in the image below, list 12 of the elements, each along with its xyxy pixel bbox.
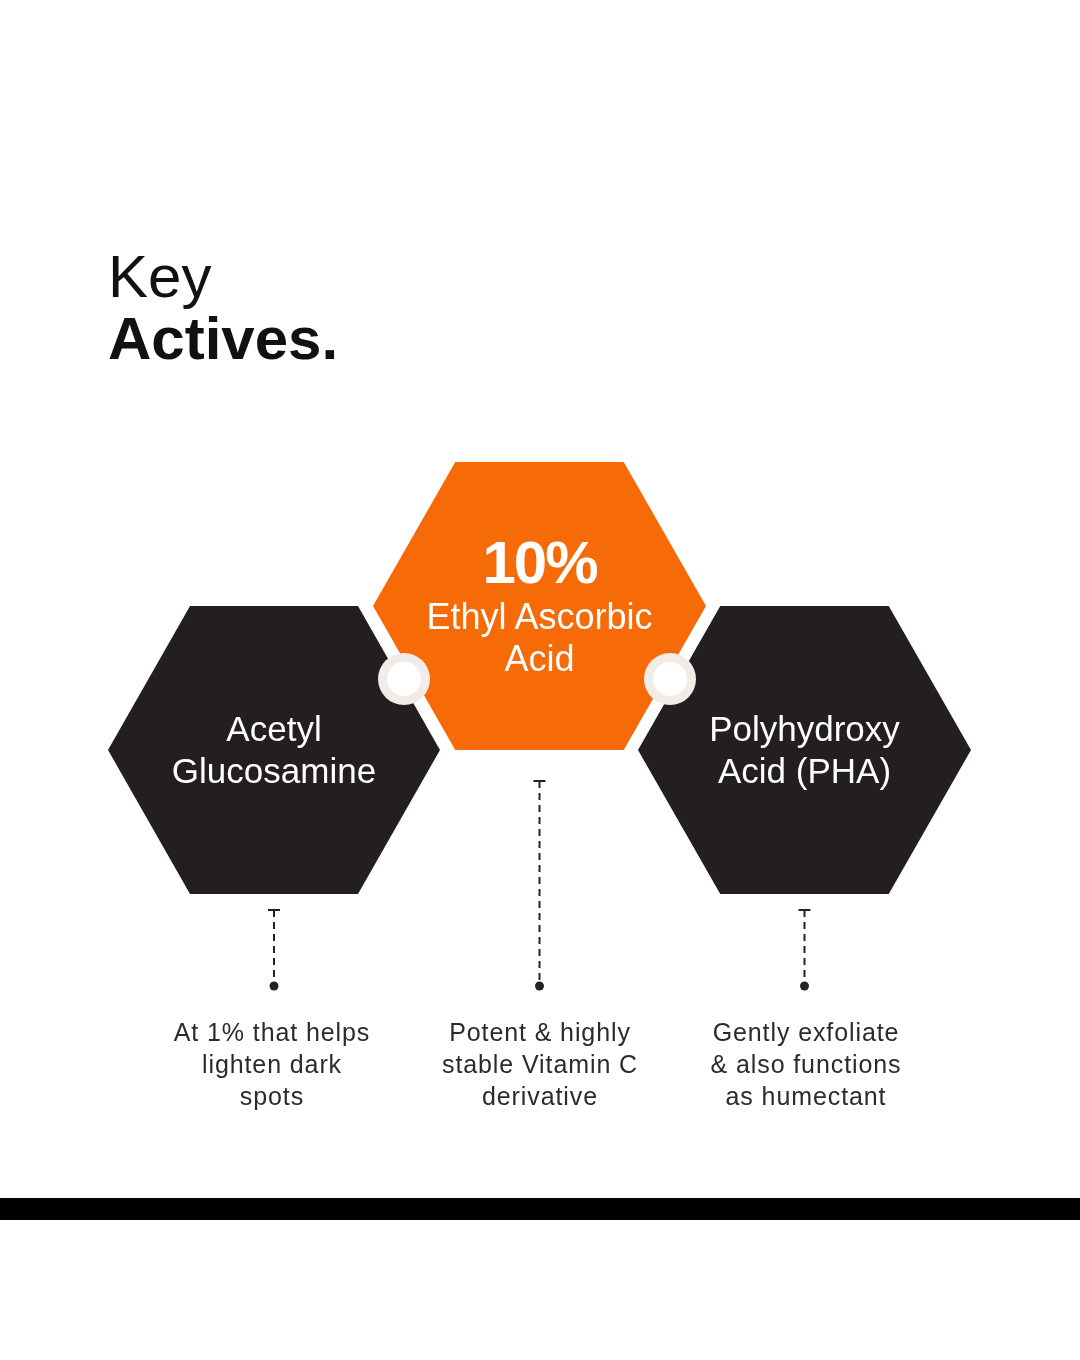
dashed-connector — [532, 780, 547, 991]
ingredient-name: Acetyl Glucosamine — [170, 708, 378, 792]
dashed-connector — [797, 909, 812, 991]
description-text: At 1% that helps lighten dark spots — [168, 1016, 376, 1112]
dashed-connector — [267, 909, 281, 991]
description-text: Potent & highly stable Vitamin C derivative — [436, 1016, 644, 1112]
ingredient-name: Polyhydroxy Acid (PHA) — [708, 708, 901, 792]
percentage-figure: 10% — [482, 532, 597, 594]
description-text: Gently exfoliate & also functions as humectant — [702, 1016, 910, 1112]
ingredient-name: Ethyl Ascorbic Acid — [425, 596, 654, 680]
title: Key Actives. — [108, 246, 339, 370]
hexagon — [373, 462, 706, 750]
